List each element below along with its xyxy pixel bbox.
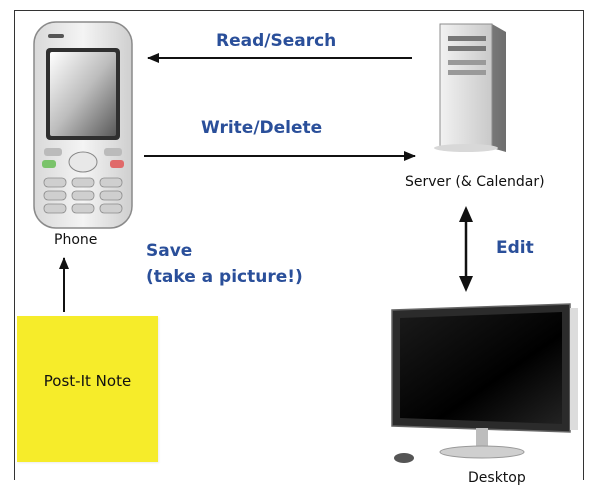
- server-icon: [434, 23, 506, 152]
- write-delete-label: Write/Delete: [201, 118, 323, 138]
- server-label: Server (& Calendar): [405, 174, 545, 190]
- mouse-icon: [394, 453, 414, 463]
- desktop-label: Desktop: [468, 470, 526, 486]
- post-it-note: Post-It Note: [17, 316, 158, 462]
- desktop-monitor-icon: [391, 303, 578, 459]
- post-it-note-label: Post-It Note: [43, 372, 132, 390]
- edit-arrow-head-up: [459, 206, 473, 222]
- diagram-frame: [14, 10, 584, 480]
- read-search-label: Read/Search: [216, 31, 337, 51]
- phone-icon: [33, 21, 133, 229]
- phone-label: Phone: [54, 232, 98, 248]
- edit-label: Edit: [496, 238, 534, 258]
- save-sublabel: (take a picture!): [146, 267, 303, 287]
- edit-arrow-head-down: [459, 276, 473, 292]
- save-label: Save: [146, 241, 193, 261]
